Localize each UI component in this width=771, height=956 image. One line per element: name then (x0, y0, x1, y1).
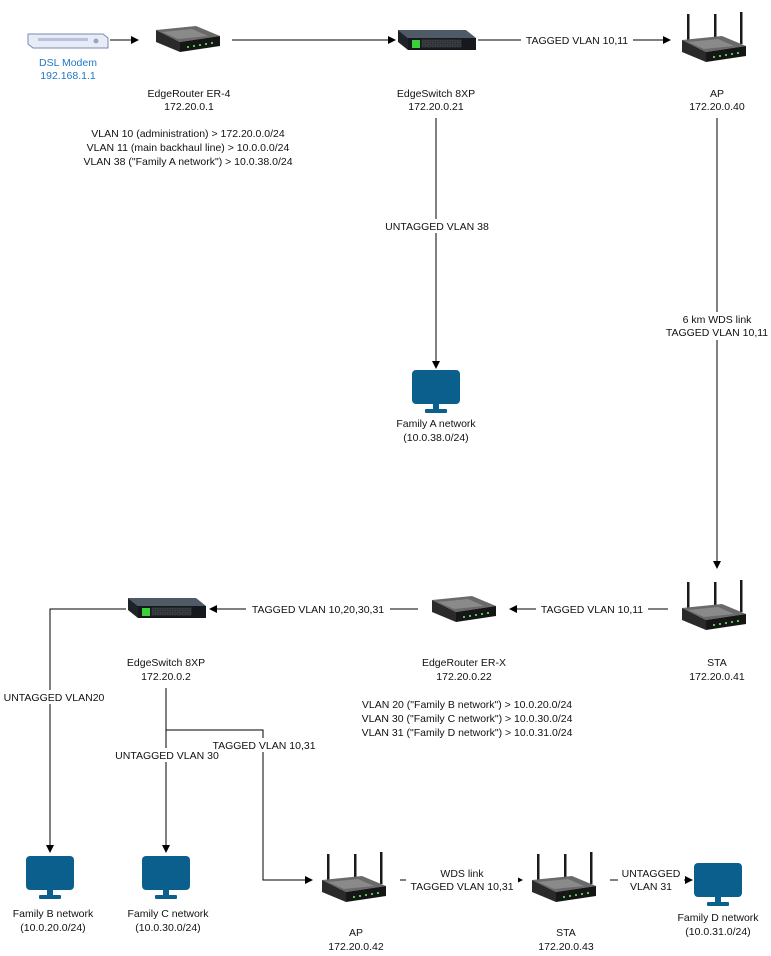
label-sta-to-router: TAGGED VLAN 10,11 (541, 604, 643, 616)
ap-top-name: AP (710, 88, 724, 100)
family-b-network[interactable]: Family B network (10.0.20.0/24) (13, 856, 94, 934)
access-point-bottom[interactable]: AP 172.20.0.42 (322, 852, 386, 953)
vlan-note: VLAN 20 ("Family B network") > 10.0.20.0… (362, 699, 572, 711)
label-switch-to-family-c: UNTAGGED VLAN 30 (115, 750, 219, 762)
edgerouter-er4[interactable]: EdgeRouter ER-4 172.20.0.1 (148, 26, 231, 113)
family-a-name: Family A network (396, 418, 476, 430)
wireless-router-icon (322, 852, 386, 902)
label-wds-bottom-line2: TAGGED VLAN 10,31 (410, 881, 513, 893)
modem-name: DSL Modem (39, 57, 97, 69)
switch-top-ip: 172.20.0.21 (408, 101, 464, 113)
router-top-ip: 172.20.0.1 (164, 101, 214, 113)
label-switch-to-ap: TAGGED VLAN 10,11 (526, 35, 628, 47)
sta-bottom-ip: 172.20.0.43 (538, 941, 594, 953)
router-mid-ip: 172.20.0.22 (436, 671, 492, 683)
ap-top-ip: 172.20.0.40 (689, 101, 745, 113)
wireless-router-icon (682, 580, 746, 630)
sta-right-ip: 172.20.0.41 (689, 671, 745, 683)
family-c-network[interactable]: Family C network (10.0.30.0/24) (127, 856, 209, 934)
label-switch-to-ap-bottom: TAGGED VLAN 10,31 (212, 740, 315, 752)
edgerouter-erx[interactable]: EdgeRouter ER-X 172.20.0.22 (422, 596, 506, 683)
dsl-modem[interactable]: DSL Modem 192.168.1.1 (27, 33, 109, 82)
sta-bottom-name: STA (556, 927, 576, 939)
link-switch-ap-bottom (166, 729, 313, 884)
label-wds-bottom-line1: WDS link (440, 868, 484, 880)
vlan-note: VLAN 31 ("Family D network") > 10.0.31.0… (362, 727, 573, 739)
vlan-note: VLAN 11 (main backhaul line) > 10.0.0.0/… (87, 142, 290, 154)
monitor-icon (26, 856, 74, 899)
modem-ip: 192.168.1.1 (40, 70, 96, 82)
edgeswitch-mid[interactable]: EdgeSwitch 8XP 172.20.0.2 (127, 597, 207, 683)
sta-right[interactable]: STA 172.20.0.41 (682, 580, 746, 683)
access-point-top[interactable]: AP 172.20.0.40 (682, 12, 746, 113)
switch-mid-ip: 172.20.0.2 (141, 671, 191, 683)
wireless-router-icon (532, 852, 596, 902)
family-d-subnet: (10.0.31.0/24) (685, 926, 750, 938)
label-wds-line1: 6 km WDS link (683, 314, 753, 326)
family-c-subnet: (10.0.30.0/24) (135, 922, 200, 934)
family-b-subnet: (10.0.20.0/24) (20, 922, 85, 934)
family-d-network[interactable]: Family D network (10.0.31.0/24) (677, 863, 759, 938)
router-top-name: EdgeRouter ER-4 (148, 88, 231, 100)
label-wds-line2: TAGGED VLAN 10,11 (666, 327, 768, 339)
switch-mid-name: EdgeSwitch 8XP (127, 657, 205, 669)
wireless-router-icon (682, 12, 746, 62)
vlan-notes-mid: VLAN 20 ("Family B network") > 10.0.20.0… (362, 699, 573, 739)
family-a-network[interactable]: Family A network (10.0.38.0/24) (396, 370, 476, 444)
vlan-note: VLAN 38 ("Family A network") > 10.0.38.0… (83, 156, 292, 168)
switch-top-name: EdgeSwitch 8XP (397, 88, 475, 100)
ap-bottom-ip: 172.20.0.42 (328, 941, 384, 953)
link-switch-family-b (46, 608, 126, 853)
vlan-note: VLAN 10 (administration) > 172.20.0.0/24 (91, 128, 285, 140)
ap-bottom-name: AP (349, 927, 363, 939)
family-d-name: Family D network (677, 912, 759, 924)
sta-right-name: STA (707, 657, 727, 669)
label-sta-to-family-d-line2: VLAN 31 (630, 881, 672, 893)
modem-icon (27, 33, 109, 49)
monitor-icon (694, 863, 742, 906)
router-icon (156, 26, 220, 52)
label-router-to-switch: TAGGED VLAN 10,20,30,31 (252, 604, 384, 616)
router-mid-name: EdgeRouter ER-X (422, 657, 506, 669)
monitor-icon (412, 370, 460, 413)
router-icon (432, 596, 496, 622)
family-a-subnet: (10.0.38.0/24) (403, 432, 468, 444)
switch-icon (397, 29, 477, 51)
link-labels: TAGGED VLAN 10,11 UNTAGGED VLAN 38 6 km … (2, 33, 771, 894)
monitor-icon (142, 856, 190, 899)
vlan-notes-top: VLAN 10 (administration) > 172.20.0.0/24… (83, 128, 292, 168)
label-switch-to-family-b: UNTAGGED VLAN20 (4, 692, 105, 704)
family-b-name: Family B network (13, 908, 94, 920)
family-c-name: Family C network (127, 908, 209, 920)
switch-icon (127, 597, 207, 619)
edgeswitch-top[interactable]: EdgeSwitch 8XP 172.20.0.21 (397, 29, 477, 113)
label-switch-to-family-a: UNTAGGED VLAN 38 (385, 221, 489, 233)
vlan-note: VLAN 30 ("Family C network") > 10.0.30.0… (362, 713, 573, 725)
sta-bottom[interactable]: STA 172.20.0.43 (532, 852, 596, 953)
label-sta-to-family-d-line1: UNTAGGED (622, 868, 681, 880)
